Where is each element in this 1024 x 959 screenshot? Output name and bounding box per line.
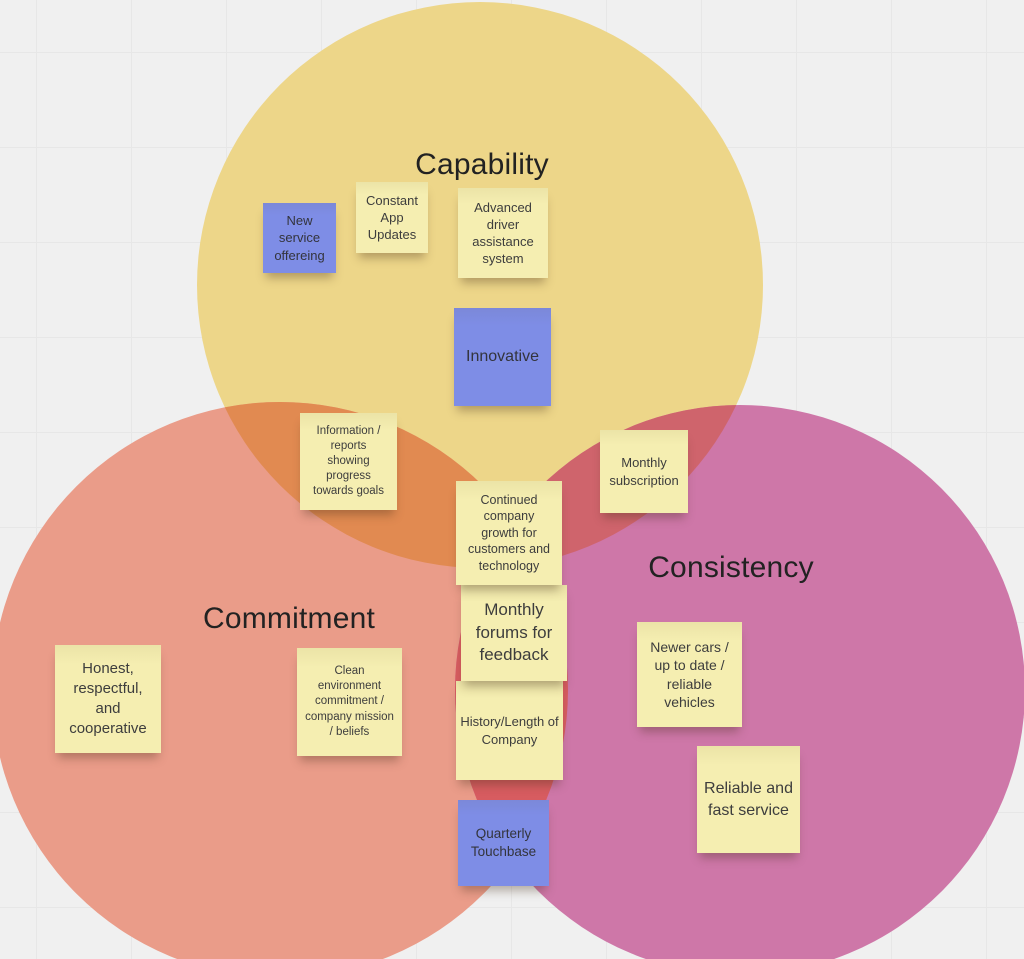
commitment-title[interactable]: Commitment [202,602,376,635]
sticky-text: Quarterly Touchbase [470,826,537,859]
sticky-note-new-service-offering[interactable]: New service offereing [263,203,336,273]
sticky-text: Newer cars / up to date / reliable vehic… [650,638,729,710]
sticky-note-innovative[interactable]: Innovative [454,308,551,406]
sticky-note-constant-app-updates[interactable]: Constant App Updates [356,182,428,253]
sticky-text: Information / reports showing progress t… [313,424,384,498]
sticky-note-honest-respectful[interactable]: Honest, respectful, and cooperative [55,645,161,753]
sticky-text: Advanced driver assistance system [472,199,534,267]
sticky-note-continued-company-growth[interactable]: Continued company growth for customers a… [456,481,562,585]
consistency-title[interactable]: Consistency [648,551,814,584]
sticky-text: Continued company growth for customers a… [468,492,550,573]
sticky-note-reliable-fast-service[interactable]: Reliable and fast service [697,746,800,853]
sticky-text: Monthly forums for feedback [475,600,553,665]
sticky-text: New service offereing [274,213,325,263]
sticky-note-monthly-subscription[interactable]: Monthly subscription [600,430,688,513]
sticky-note-advanced-driver-assistance[interactable]: Advanced driver assistance system [458,188,548,278]
sticky-note-monthly-forums-feedback[interactable]: Monthly forums for feedback [461,585,567,681]
capability-commitment-overlap [197,402,568,568]
capability-title[interactable]: Capability [415,148,549,181]
sticky-text: Monthly subscription [609,455,679,488]
sticky-text: Honest, respectful, and cooperative [69,660,147,737]
sticky-note-quarterly-touchbase[interactable]: Quarterly Touchbase [458,800,549,886]
sticky-text: Constant App Updates [365,192,419,243]
sticky-text: Clean environment commitment / company m… [305,665,394,738]
sticky-text: Reliable and fast service [704,780,793,819]
sticky-text: Innovative [466,348,539,366]
sticky-note-information-reports[interactable]: Information / reports showing progress t… [300,413,397,510]
sticky-text: History/Length of Company [460,714,559,747]
sticky-note-newer-cars[interactable]: Newer cars / up to date / reliable vehic… [637,622,742,727]
sticky-note-history-length-of-company[interactable]: History/Length of Company [456,681,563,780]
sticky-note-clean-environment[interactable]: Clean environment commitment / company m… [297,648,402,756]
